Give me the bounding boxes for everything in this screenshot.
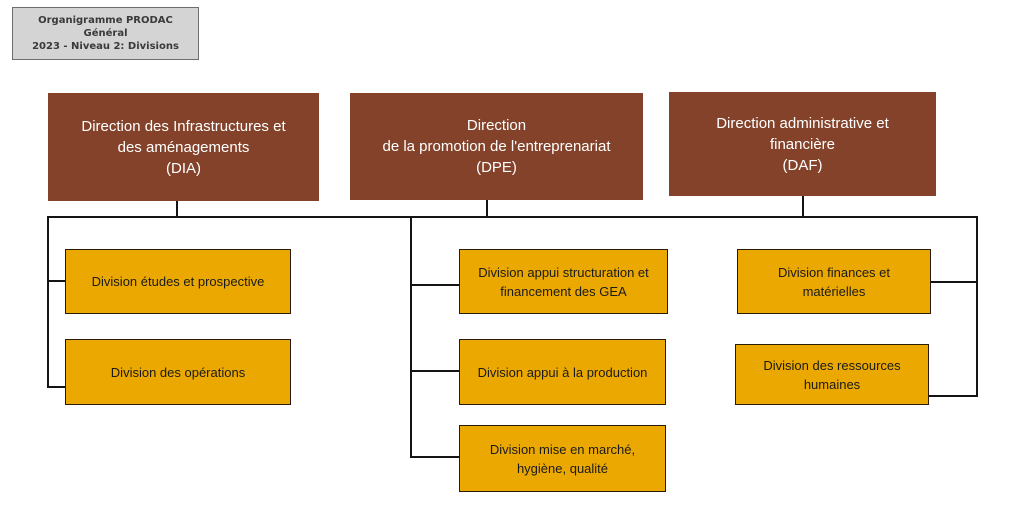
- connector-dpe-spine: [410, 216, 412, 458]
- division-label: matérielles: [802, 283, 866, 299]
- direction-label: de la promotion de l'entreprenariat: [382, 138, 611, 155]
- division-label: Division appui structuration et: [478, 264, 649, 280]
- chart-title-box: Organigramme PRODAC Général 2023 - Nivea…: [12, 7, 199, 60]
- division-box: Division études et prospective: [65, 249, 291, 314]
- connector-dia-branch: [47, 386, 66, 388]
- division-label: Division mise en marché,: [489, 441, 636, 457]
- direction-box-dia: Direction des Infrastructures et des amé…: [48, 93, 319, 201]
- connector-dpe-branch: [410, 456, 460, 458]
- direction-label: Direction: [466, 117, 527, 134]
- division-label: Division des ressources: [763, 357, 901, 373]
- division-box: Division appui à la production: [459, 339, 666, 405]
- connector-dia-stem: [176, 201, 178, 218]
- division-label: financement des GEA: [500, 283, 627, 299]
- direction-label: financière: [769, 135, 836, 153]
- connector-dia-branch: [47, 280, 66, 282]
- division-label: Division études et prospective: [91, 274, 265, 289]
- division-label: Division appui à la production: [477, 364, 648, 380]
- direction-label: Direction des Infrastructures et: [81, 117, 286, 135]
- direction-label: (DIA): [166, 159, 201, 177]
- connector-dia-spine: [47, 216, 49, 388]
- division-label: Division finances et: [778, 264, 890, 280]
- direction-box-daf: Direction administrative et financière (…: [669, 92, 936, 196]
- division-box: Division finances et matérielles: [737, 249, 931, 314]
- connector-dpe-branch: [410, 370, 460, 372]
- connector-daf-stem: [802, 196, 804, 218]
- direction-label: (DPE): [476, 159, 517, 176]
- division-box: Division appui structuration et financem…: [459, 249, 668, 314]
- connector-daf-branch: [928, 395, 978, 397]
- direction-box-dpe: Direction de la promotion de l'entrepren…: [350, 93, 643, 200]
- connector-main-horizontal: [47, 216, 978, 218]
- chart-title-line: 2023 - Niveau 2: Divisions: [32, 41, 179, 52]
- division-label: Division des opérations: [110, 364, 246, 380]
- division-label: hygiène, qualité: [516, 460, 609, 476]
- division-box: Division des opérations: [65, 339, 291, 405]
- direction-label: (DAF): [782, 156, 823, 174]
- direction-label: Direction administrative et: [716, 114, 889, 132]
- chart-title-line: Général: [83, 28, 128, 39]
- direction-label: des aménagements: [117, 138, 250, 156]
- connector-dpe-stem: [486, 200, 488, 218]
- connector-daf-branch: [930, 281, 978, 283]
- division-box: Division mise en marché, hygiène, qualit…: [459, 425, 666, 492]
- chart-title-line: Organigramme PRODAC: [38, 15, 173, 26]
- connector-dpe-branch: [410, 284, 460, 286]
- division-label: humaines: [803, 376, 861, 392]
- division-box: Division des ressources humaines: [735, 344, 929, 405]
- connector-daf-spine: [976, 216, 978, 397]
